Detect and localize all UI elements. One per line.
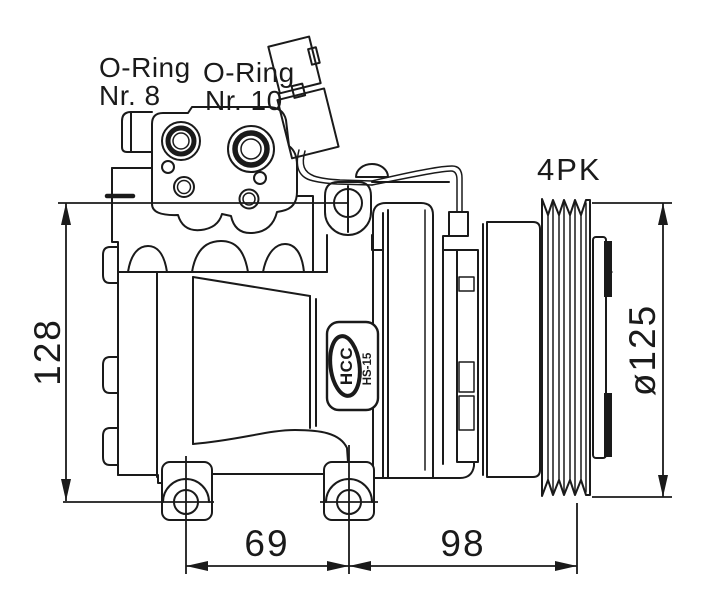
dimension-foot-to-pulley: 98 <box>349 503 578 574</box>
port-block-ear <box>121 111 153 153</box>
electrical-connector <box>267 35 469 237</box>
connector-plug-upper <box>267 35 322 95</box>
rib <box>102 427 119 466</box>
dimension-foot-span: 69 <box>185 445 350 574</box>
dimension-pulley-diameter: ø125 <box>592 202 672 498</box>
clutch-plate <box>592 236 607 459</box>
wire <box>371 170 458 213</box>
clutch-drum <box>486 221 541 478</box>
dim-diameter-text: ø125 <box>622 304 663 396</box>
pulley-grooves <box>541 198 591 497</box>
wire <box>296 149 373 186</box>
wire-terminal <box>448 211 469 237</box>
dim-height-text: 128 <box>27 318 68 386</box>
clutch-pulley <box>541 198 613 497</box>
o-ring-10-label-line1: O-Ring <box>203 57 295 88</box>
hcc-badge: HCC HS-15 <box>325 320 380 412</box>
dim-foot-pulley-text: 98 <box>440 523 485 564</box>
o-ring-10-label-line2: Nr. 10 <box>205 85 283 116</box>
connector-plug-lower <box>276 87 340 160</box>
o-ring-8-label-line2: Nr. 8 <box>99 80 161 111</box>
dimension-body-height: 128 <box>27 202 349 503</box>
compressor-body <box>102 167 541 484</box>
rib <box>102 356 119 394</box>
callout-labels: O-Ring Nr. 8 O-Ring Nr. 10 4PK <box>99 52 602 187</box>
wire <box>371 165 463 213</box>
dome-boss <box>355 163 389 178</box>
o-ring-8-label-line1: O-Ring <box>99 52 191 83</box>
wire <box>302 150 373 182</box>
badge-model-text: HS-15 <box>362 352 374 385</box>
belt-type-label: 4PK <box>537 152 602 187</box>
top-mounting-lug <box>324 163 389 236</box>
dim-foot-span-text: 69 <box>244 523 289 564</box>
port-block <box>121 106 298 235</box>
o-ring-8-port <box>161 121 201 161</box>
clutch-coil-housing <box>456 249 479 463</box>
badge-brand-text: HCC <box>337 347 356 385</box>
mounting-foot-front <box>161 461 213 521</box>
o-ring-10-port <box>227 125 275 173</box>
rib <box>102 246 119 284</box>
hcc-oval <box>328 334 362 398</box>
